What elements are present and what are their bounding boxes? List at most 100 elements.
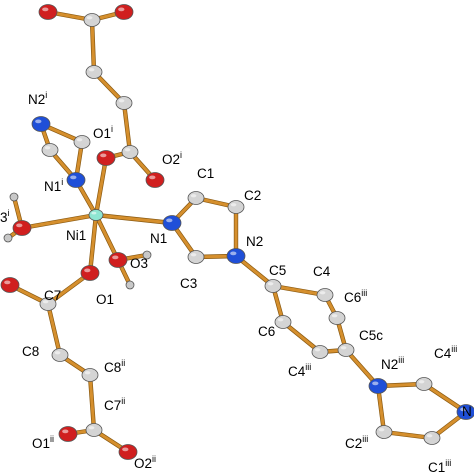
atom-c2iii — [375, 425, 393, 439]
atom-label-c1iii-base: C1 — [428, 460, 445, 474]
atom-c5c-highlight — [340, 346, 347, 350]
atom-label-ni1: Ni1 — [66, 228, 86, 243]
bond-ni1-n1 — [94, 213, 174, 225]
atom-c2iii-highlight — [378, 428, 385, 432]
atom-h3_a — [142, 250, 152, 260]
atom-label-o1ii: O1ii — [32, 434, 54, 451]
atom-label-c8ii: C8ii — [104, 358, 125, 375]
atom-o1i — [96, 150, 116, 166]
atom-label-c3-base: C3 — [180, 276, 197, 291]
atom-o2l-highlight — [4, 280, 11, 285]
atom-label-c4: C4 — [313, 264, 331, 279]
atom-c5c — [337, 343, 355, 357]
atom-c5 — [264, 279, 282, 293]
atom-label-c2iii: C2iii — [345, 434, 368, 451]
atom-label-n2i-sup: i — [45, 90, 47, 100]
atom-c7ii-highlight — [88, 426, 95, 430]
atom-n2i — [31, 116, 51, 132]
atom-c6-highlight — [277, 318, 284, 322]
atom-c6 — [274, 315, 292, 329]
atom-ni1 — [88, 209, 104, 221]
atom-n1 — [162, 215, 182, 231]
atom-label-c6iii-base: C6 — [344, 290, 361, 305]
atom-label-n1: N1 — [150, 231, 167, 246]
atom-label-c5c: C5c — [359, 328, 383, 343]
atom-label-o1i-base: O1 — [93, 126, 111, 141]
atom-label-c4iii_b: C4iii — [434, 344, 457, 361]
atom-c8i — [85, 65, 103, 79]
atom-label-o1i: O1i — [93, 124, 113, 141]
atom-cA — [41, 143, 59, 157]
atom-n2i-highlight — [35, 119, 42, 124]
atom-label-n2: N2 — [246, 234, 263, 249]
atom-c6iii-highlight — [331, 314, 338, 318]
atom-c8-highlight — [54, 351, 61, 355]
atom-c7-highlight — [42, 300, 49, 304]
bond-c7-c8 — [46, 302, 62, 357]
atom-c4iii-highlight — [314, 348, 321, 352]
atom-label-n2iii: N2iii — [381, 355, 404, 372]
atom-topO2-highlight — [118, 7, 125, 12]
atom-topO2 — [114, 4, 134, 20]
atom-o2l — [0, 277, 20, 293]
atom-label-c1: C1 — [197, 166, 214, 181]
atom-label-c4iii-base: C4 — [288, 364, 306, 379]
atom-label-c4iii-sup: iii — [305, 362, 311, 372]
atom-label-c7ii-base: C7 — [104, 398, 121, 413]
atom-label-n2iii-sup: iii — [398, 355, 404, 365]
bond-c5-c4 — [271, 284, 327, 297]
atom-label-o3-base: O3 — [130, 256, 148, 271]
atom-layer — [0, 4, 474, 460]
atom-label-c4iii_b-base: C4 — [434, 346, 452, 361]
bond-c8bi-c7i — [122, 101, 132, 154]
atom-label-o2i-sup: i — [180, 150, 182, 160]
atom-label-c1iii: C1iii — [428, 458, 451, 474]
atom-label-c6: C6 — [258, 324, 275, 339]
atom-o1 — [80, 265, 100, 281]
bond-ni1-o1 — [88, 213, 98, 275]
atom-label-n2iii-base: N2 — [381, 357, 398, 372]
atom-label-c2iii-sup: iii — [362, 434, 368, 444]
atom-cB-highlight — [76, 138, 83, 142]
atom-label-o3i-base: 3 — [0, 210, 8, 225]
atom-n2 — [226, 248, 246, 264]
atom-c3-highlight — [190, 253, 197, 257]
atom-label-c4iii: C4iii — [288, 362, 311, 379]
atom-c8i-highlight — [88, 68, 95, 72]
atom-n1i — [66, 172, 86, 188]
atom-o1i-highlight — [100, 153, 107, 158]
atom-h3i_b — [3, 233, 13, 243]
atom-label-c1iii-sup: iii — [445, 458, 451, 468]
bond-c8ii-c7ii — [88, 373, 96, 432]
atom-topO1-highlight — [42, 7, 49, 12]
atom-label-c8ii-base: C8 — [104, 360, 121, 375]
atom-label-n2i: N2i — [28, 90, 47, 107]
atom-o1ii — [58, 426, 78, 442]
atom-label-c4iii_b-sup: iii — [451, 344, 457, 354]
atom-nEdge-highlight — [460, 407, 467, 412]
atom-c7i-highlight — [124, 148, 131, 152]
atom-ni1-highlight — [91, 211, 97, 215]
atom-n1-highlight — [166, 218, 173, 223]
bond-o1i-ni1 — [94, 156, 108, 217]
atom-label-o1ii-base: O1 — [32, 436, 50, 451]
atom-label-c2: C2 — [244, 188, 261, 203]
atom-label-c2-base: C2 — [244, 188, 261, 203]
atom-c1 — [187, 191, 205, 205]
atom-c4iii — [311, 345, 329, 359]
atom-c2-highlight — [230, 203, 237, 207]
atom-c8bi — [115, 96, 133, 110]
atom-label-c7-base: C7 — [44, 288, 61, 303]
atom-label-o2ii: O2ii — [134, 454, 156, 471]
atom-c7i — [121, 145, 139, 159]
atom-label-o1i-sup: i — [111, 124, 113, 134]
atom-topC-highlight — [86, 16, 93, 20]
atom-label-c8ii-sup: ii — [121, 358, 125, 368]
atom-h3_b — [125, 280, 135, 290]
atom-cB — [73, 135, 91, 149]
atom-c1-highlight — [190, 194, 197, 198]
atom-label-c6-base: C6 — [258, 324, 275, 339]
atom-o2i — [145, 172, 165, 188]
atom-label-n_edge: N — [462, 404, 472, 419]
